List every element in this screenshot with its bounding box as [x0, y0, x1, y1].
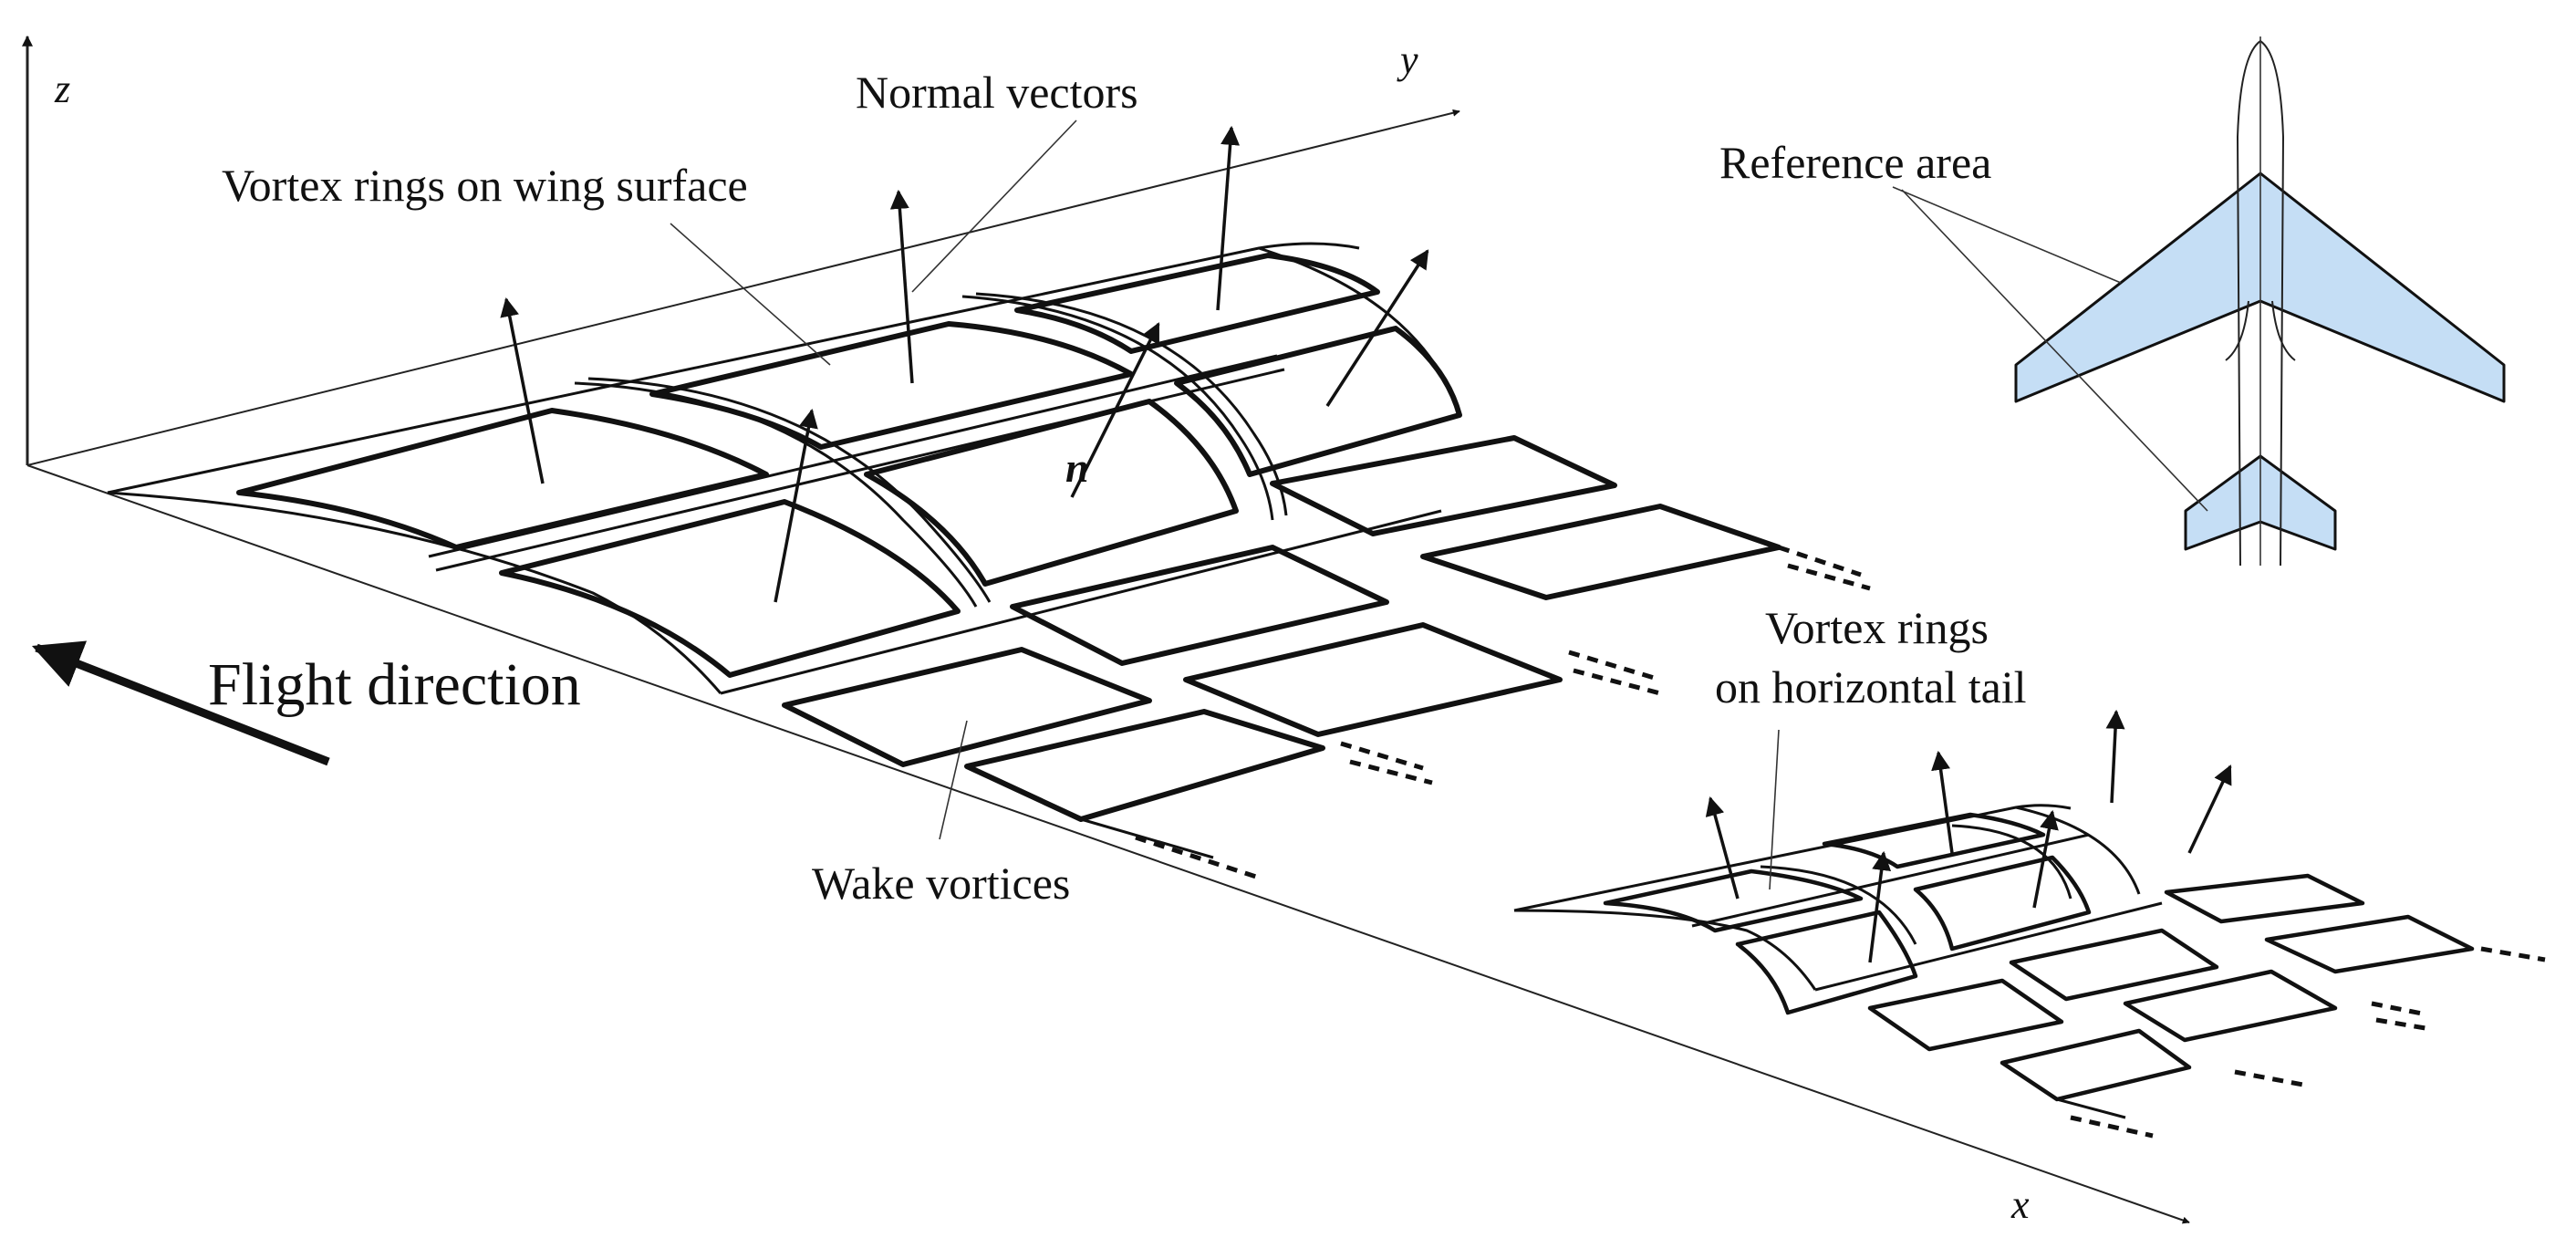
wing-trailing-edge [720, 509, 1442, 695]
wake-dash [1349, 759, 1433, 785]
leader-reference-area-wing [1892, 186, 2122, 284]
tail-chord-band [1951, 824, 2072, 900]
wing-outline-tip [1258, 246, 1461, 416]
tail-normal-arrow [2105, 709, 2125, 804]
label-reference-area: Reference area [1719, 137, 1991, 188]
leader-wake-vortices [939, 720, 968, 840]
wing-normal-vectors [500, 125, 1429, 603]
y-axis-label: y [1397, 37, 1418, 82]
tail-wake-dash [2234, 1069, 2309, 1088]
tail-normal-arrow [1931, 750, 1954, 854]
leader-reference-area-tail [1901, 189, 2208, 512]
tail-normal-arrow [1868, 850, 1892, 963]
normal-vector-arrow [1216, 125, 1241, 311]
normal-vector-arrow [1325, 249, 1429, 407]
annotation-leaders [670, 120, 2208, 890]
wake-dash [1340, 741, 1424, 771]
tail-wake-ring [2164, 873, 2365, 924]
wing-vortex-ring [499, 499, 961, 678]
label-normal-vectors: Normal vectors [856, 67, 1138, 118]
fuselage-wing-fairing [2225, 300, 2296, 361]
wake-vortex-ring [964, 709, 1325, 822]
wing-vortex-ring [236, 408, 769, 550]
wake-dash [1135, 835, 1260, 880]
label-wake-vortices: Wake vortices [812, 858, 1070, 909]
wing-vortex-rings [236, 253, 1462, 678]
z-axis-label: z [54, 67, 70, 111]
wake-vortex-ring [1183, 622, 1563, 737]
tail-vortex-ring [1735, 910, 1918, 1015]
tail-wake-ring [1867, 978, 2064, 1052]
wake-vortex-ring [782, 647, 1152, 767]
tail-wake-dash [2070, 1115, 2154, 1139]
labels: Normal vectors Vortex rings on wing surf… [208, 67, 2027, 909]
horizontal-tail [1513, 709, 2546, 1139]
wake-dash [1787, 563, 1871, 591]
wing-chord-band-4 [975, 292, 1288, 516]
leader-vortex-rings-wing [670, 223, 831, 366]
wake-trailing-line [1080, 817, 1214, 859]
wing-vortex-ring [1014, 253, 1380, 354]
wake-dash [1573, 668, 1661, 696]
main-wing [107, 125, 1871, 880]
tail-wake-ring [2264, 914, 2475, 974]
label-normal-symbol: n [1065, 444, 1089, 491]
tail-vortex-ring [1822, 812, 2046, 869]
airplane-planform [2014, 36, 2506, 567]
x-axis-label: x [2010, 1182, 2030, 1227]
tail-wake-ring [2000, 1028, 2192, 1102]
wing-vortex-ring [1174, 326, 1462, 477]
wake-vortex-ring [1420, 504, 1781, 600]
wake-vortex-ring [1270, 435, 1617, 536]
wing-chord-band-2 [587, 377, 992, 603]
tail-span-band [1691, 833, 2090, 928]
tail-normal-arrow [2032, 809, 2059, 909]
x-axis-line [26, 464, 2190, 1224]
wing-vortex-ring [649, 321, 1134, 450]
tail-trailing-line [2056, 1097, 2126, 1119]
wing-vortex-ring [864, 399, 1239, 587]
tail-trailing-edge [1814, 901, 2163, 992]
tail-wake-ring [2123, 969, 2338, 1043]
label-vortex-rings-tail-1: Vortex rings [1765, 602, 1989, 653]
tail-outline-tip [2015, 806, 2141, 895]
flight-direction [31, 640, 330, 766]
wing-span-band-2 [435, 368, 1285, 572]
fuselage-outline [2236, 40, 2285, 567]
tail-wake-dash [2480, 946, 2546, 962]
tail-vortex-ring [1913, 855, 2092, 952]
wake-vortex-ring [1010, 545, 1389, 666]
tail-vortex-rings [1603, 812, 2092, 1015]
tail-normal-arrow [1705, 796, 1740, 900]
leader-vortex-rings-tail [1769, 729, 1780, 890]
tail-wake-dash [2371, 1001, 2427, 1017]
normal-vector-arrow [500, 296, 545, 484]
tail-normal-vectors [1705, 709, 2232, 963]
wing-wake-vortices [782, 435, 1871, 880]
tail-wake-vortices [1867, 873, 2546, 1139]
tail-wake-ring [2009, 928, 2219, 1002]
label-flight-direction: Flight direction [208, 651, 581, 718]
tail-wake-dash [2375, 1017, 2432, 1032]
label-vortex-rings-tail-2: on horizontal tail [1715, 661, 2027, 712]
tail-normal-arrow [2187, 764, 2232, 854]
wake-dash [1778, 545, 1862, 577]
normal-vector-arrow [889, 189, 914, 384]
normal-vector-arrow [1070, 322, 1160, 498]
leader-normal-vectors [911, 120, 1077, 293]
coordinate-axes: z y x [22, 35, 2190, 1227]
flight-direction-arrow [31, 640, 330, 766]
wing-leading-edge [107, 242, 1360, 494]
tail-vortex-ring [1603, 868, 1864, 933]
label-vortex-rings-wing: Vortex rings on wing surface [222, 160, 748, 211]
wake-dash [1568, 650, 1661, 682]
normal-vector-arrow [774, 408, 818, 603]
wing-chord-band-3 [961, 295, 1274, 521]
